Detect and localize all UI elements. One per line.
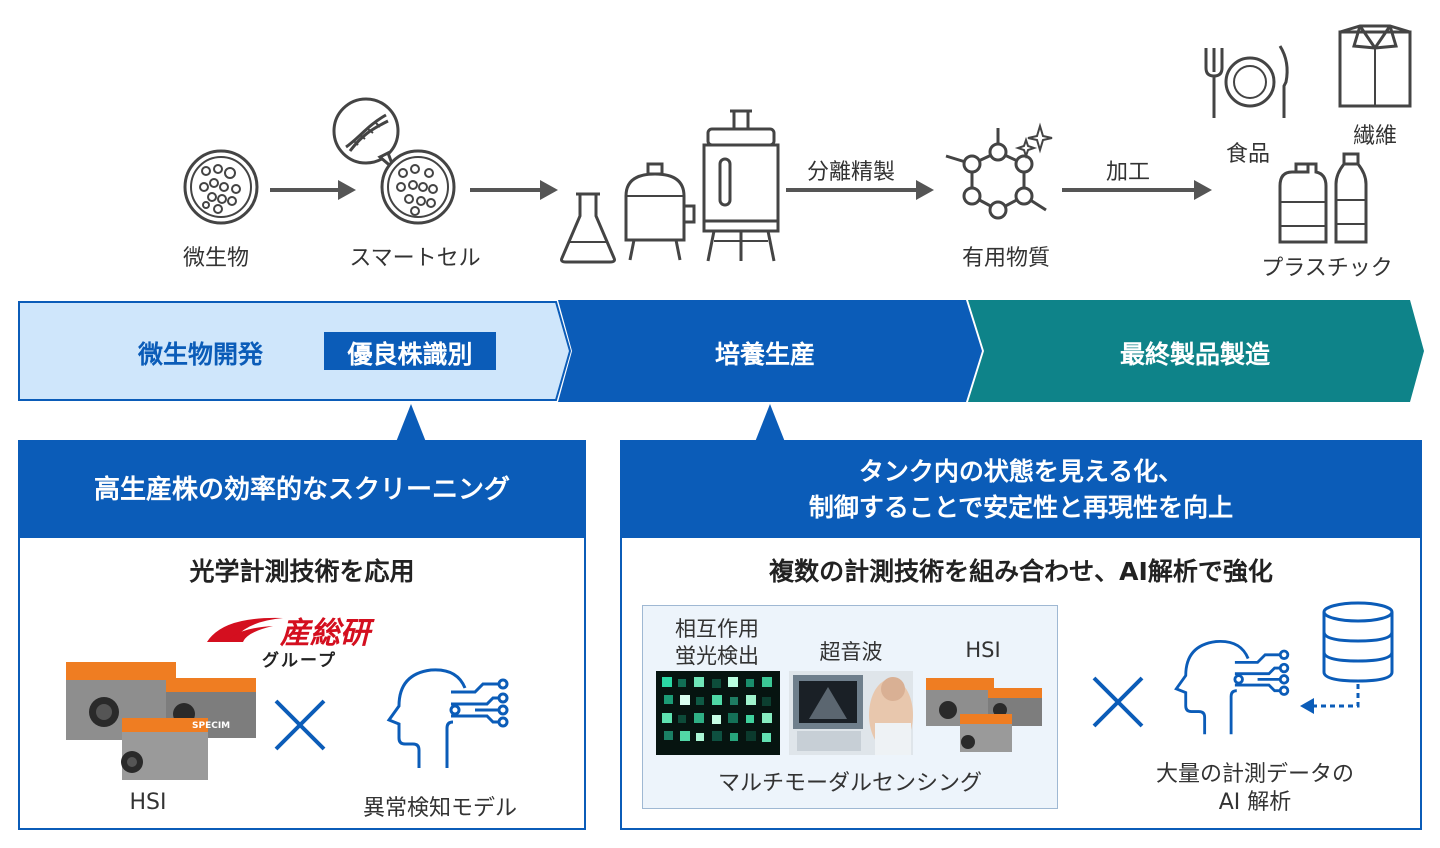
stage-final-label: 最終製品製造	[1119, 340, 1270, 369]
aist-logo-icon	[207, 617, 283, 642]
tank-header-line1: タンク内の状態を見える化、	[858, 457, 1184, 486]
multiply-icon	[274, 699, 326, 751]
arrow-4	[1062, 180, 1212, 200]
fiber-label: 繊維	[1352, 124, 1397, 149]
hsi-camera-small-icon	[926, 678, 1042, 752]
fermenter-tank-icon	[624, 162, 696, 261]
tank-header-line2: 制御することで安定性と再現性を向上	[808, 493, 1234, 522]
stage-culture-label: 培養生産	[714, 340, 815, 369]
smart-cell-icon	[380, 149, 456, 225]
stage-final-chevron	[968, 300, 1424, 402]
arrow-2	[470, 180, 558, 200]
stage-chevrons	[18, 300, 1424, 402]
arrow-3	[786, 180, 934, 200]
multimodal-label: マルチモーダルセンシング	[717, 771, 982, 796]
plate-cutlery-icon	[1204, 45, 1289, 118]
screening-panel-header: 高生産株の効率的なスクリーニング	[20, 442, 584, 538]
shirt-icon	[1338, 24, 1412, 108]
ai-head-icon	[386, 668, 509, 768]
aist-logo-text: 産総研	[280, 616, 370, 651]
ultrasound-image	[789, 671, 913, 755]
combined-subtitle: 複数の計測技術を組み合わせ、AI解析で強化	[769, 557, 1273, 586]
optical-subtitle: 光学計測技術を応用	[189, 557, 415, 586]
tank-panel-header: タンク内の状態を見える化、 制御することで安定性と再現性を向上	[622, 442, 1420, 538]
microbe-icon	[183, 149, 259, 225]
flask-icon	[560, 192, 616, 264]
food-label: 食品	[1225, 142, 1270, 167]
dna-bubble-icon	[332, 97, 400, 171]
microbe-label: 微生物	[182, 246, 249, 271]
ultrasound-label: 超音波	[819, 640, 883, 664]
multiply-icon-right	[1092, 676, 1144, 728]
smart-cell-label: スマートセル	[349, 246, 481, 271]
screening-header-text: 高生産株の効率的なスクリーニング	[93, 475, 510, 505]
stage-dev-chevron	[18, 301, 572, 401]
arrow-1	[270, 180, 356, 200]
camera-brand-text: SPECIM	[192, 721, 230, 731]
ai-analysis-label-1: 大量の計測データの	[1155, 762, 1354, 787]
hsi-camera-icon: SPECIM	[66, 662, 256, 780]
separation-label: 分離精製	[806, 160, 895, 185]
callout-pointer-left	[396, 404, 426, 442]
callout-pointer-right	[755, 404, 785, 442]
stage-culture-chevron	[558, 300, 982, 402]
hsi-right-label: HSI	[965, 638, 1001, 662]
screening-panel: 高生産株の効率的なスクリーニング 光学計測技術を応用	[18, 440, 586, 830]
molecule-icon	[945, 122, 1053, 220]
fluorescence-image	[656, 671, 780, 755]
fluorescence-label-2: 蛍光検出	[675, 644, 759, 668]
stage-dev-tag-label: 優良株識別	[347, 340, 473, 369]
processing-label: 加工	[1105, 160, 1150, 185]
stage-dev-label: 微生物開発	[138, 340, 264, 369]
ai-head-icon-right	[1174, 639, 1290, 735]
bottles-icon	[1278, 152, 1368, 244]
ai-analysis-label-2: AI 解析	[1218, 790, 1292, 815]
aist-group-text: グループ	[262, 651, 337, 671]
fluorescence-label-1: 相互作用	[675, 617, 759, 641]
hsi-left-label: HSI	[129, 790, 167, 815]
database-icon	[1322, 601, 1394, 683]
stage-dev-tag	[324, 332, 496, 370]
plastic-label: プラスチック	[1261, 256, 1393, 281]
useful-substance-label: 有用物質	[961, 246, 1050, 271]
bioreactor-icon	[702, 109, 780, 262]
anomaly-model-label: 異常検知モデル	[362, 796, 517, 821]
data-flow-arrow	[1300, 684, 1360, 714]
